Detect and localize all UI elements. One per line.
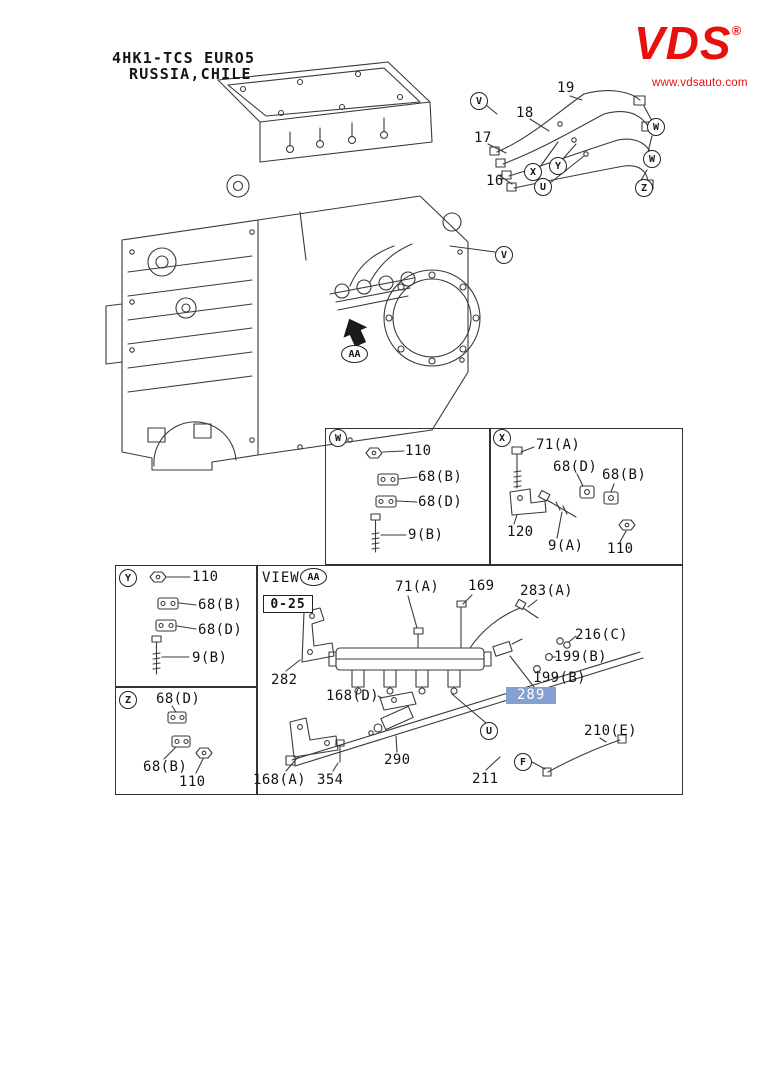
view-marker-aa-engine: AA <box>341 345 368 363</box>
panel-x-part-68b[interactable]: 68(B) <box>602 467 647 483</box>
panel-x-part-71a[interactable]: 71(A) <box>536 437 581 453</box>
panel-x-part-9a[interactable]: 9(A) <box>548 538 584 554</box>
part-callout-289-highlighted[interactable]: 289 <box>506 687 557 704</box>
detail-panel-w <box>325 428 490 565</box>
part-callout-168a[interactable]: 168(A) <box>253 772 306 788</box>
panel-y-part-68b[interactable]: 68(B) <box>198 597 243 613</box>
panel-marker-w: W <box>329 429 347 447</box>
part-callout-354[interactable]: 354 <box>317 772 344 788</box>
part-callout-169[interactable]: 169 <box>468 578 495 594</box>
vds-logo: VDS® <box>634 20 754 66</box>
view-marker-z: Z <box>635 179 653 197</box>
view-marker-u-aa: U <box>480 722 498 740</box>
panel-y-part-68d[interactable]: 68(D) <box>198 622 243 638</box>
vds-website: www.vdsauto.com <box>652 77 748 89</box>
view-marker-y: Y <box>549 157 567 175</box>
view-marker-x: X <box>524 163 542 181</box>
view-marker-v-engine: V <box>495 246 513 264</box>
part-callout-290[interactable]: 290 <box>384 752 411 768</box>
panel-w-part-68b[interactable]: 68(B) <box>418 469 463 485</box>
vds-logo-text: VDS <box>634 17 732 69</box>
injection-pipes-illustration <box>487 90 658 192</box>
detail-panel-y <box>115 565 257 687</box>
part-callout-199b-bottom[interactable]: 199(B) <box>533 670 586 686</box>
detail-panel-x <box>490 428 683 565</box>
view-marker-w-lower: W <box>643 150 661 168</box>
view-marker-v-top: V <box>470 92 488 110</box>
part-callout-211[interactable]: 211 <box>472 771 499 787</box>
part-callout-71a[interactable]: 71(A) <box>395 579 440 595</box>
view-marker-aa: AA <box>300 568 327 586</box>
view-marker-u: U <box>534 178 552 196</box>
part-callout-18[interactable]: 18 <box>516 105 534 121</box>
page-title-model: 4HK1-TCS EURO5 <box>112 49 256 67</box>
panel-y-part-110[interactable]: 110 <box>192 569 219 585</box>
part-callout-168d[interactable]: 168(D) <box>326 688 379 704</box>
panel-w-part-9b[interactable]: 9(B) <box>408 527 444 543</box>
engine-illustration <box>105 61 498 471</box>
panel-marker-z: Z <box>119 691 137 709</box>
panel-z-part-68d[interactable]: 68(D) <box>156 691 201 707</box>
panel-z-part-110[interactable]: 110 <box>179 774 206 790</box>
part-callout-210e[interactable]: 210(E) <box>584 723 637 739</box>
registered-mark: ® <box>731 23 742 38</box>
panel-x-part-120[interactable]: 120 <box>507 524 534 540</box>
panel-z-part-68b[interactable]: 68(B) <box>143 759 188 775</box>
detail-panel-view-aa <box>257 565 683 795</box>
part-callout-282[interactable]: 282 <box>271 672 298 688</box>
part-callout-17[interactable]: 17 <box>474 130 492 146</box>
part-callout-19[interactable]: 19 <box>557 80 575 96</box>
panel-marker-y: Y <box>119 569 137 587</box>
panel-y-part-9b[interactable]: 9(B) <box>192 650 228 666</box>
view-aa-label: VIEW <box>262 570 300 586</box>
part-callout-283a[interactable]: 283(A) <box>520 583 573 599</box>
panel-w-part-68d[interactable]: 68(D) <box>418 494 463 510</box>
panel-x-part-68d[interactable]: 68(D) <box>553 459 598 475</box>
panel-w-part-110[interactable]: 110 <box>405 443 432 459</box>
page-ref-link[interactable]: 0-25 <box>263 595 313 613</box>
panel-x-part-110[interactable]: 110 <box>607 541 634 557</box>
part-callout-199b-top[interactable]: 199(B) <box>554 649 607 665</box>
panel-marker-x: X <box>493 429 511 447</box>
part-callout-216c[interactable]: 216(C) <box>575 627 628 643</box>
view-marker-f: F <box>514 753 532 771</box>
detail-panel-z <box>115 687 257 795</box>
page-title-region: RUSSIA,CHILE <box>129 65 252 83</box>
part-callout-16[interactable]: 16 <box>486 173 504 189</box>
view-marker-w-upper: W <box>647 118 665 136</box>
